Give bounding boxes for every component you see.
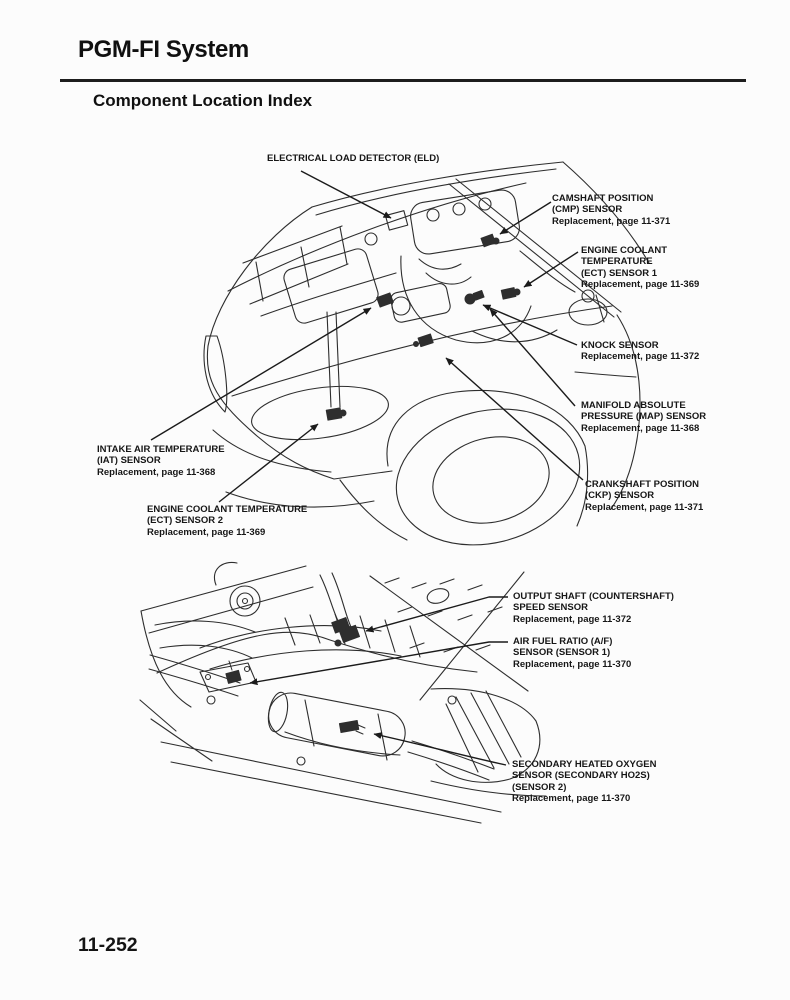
label-ref: Replacement, page 11-371	[585, 501, 704, 513]
label-line: (CMP) SENSOR	[552, 204, 623, 216]
leader-map	[489, 308, 576, 407]
ect1-sensor-glyph	[500, 287, 521, 300]
label-eld: ELECTRICAL LOAD DETECTOR (ELD)	[267, 153, 439, 164]
label-line: MANIFOLD ABSOLUTE	[581, 400, 686, 411]
label-ect-sensor-2: ENGINE COOLANT TEMPERATURE (ECT) SENSOR …	[147, 504, 307, 538]
label-ref: Replacement, page 11-369	[147, 526, 266, 538]
page-number: 11-252	[78, 934, 138, 956]
underbody-illustration	[139, 561, 547, 824]
label-line: OUTPUT SHAFT (COUNTERSHAFT)	[513, 591, 674, 602]
label-ref: Replacement, page 11-368	[581, 422, 700, 434]
label-line: CAMSHAFT POSITION	[552, 193, 654, 204]
engine-bay-illustration	[203, 161, 650, 546]
leader-ect2	[218, 423, 319, 503]
top-leader-lines	[150, 170, 584, 503]
map-sensor-glyph	[413, 333, 434, 348]
label-ref: Replacement, page 11-369	[581, 279, 700, 291]
air-fuel-ratio-sensor-glyph	[225, 660, 242, 684]
label-line: TEMPERATURE	[581, 256, 653, 268]
label-air-fuel-ratio-sensor: AIR FUEL RATIO (A/F) SENSOR (SENSOR 1) R…	[513, 636, 631, 670]
engine-parts-lines	[242, 189, 608, 408]
label-line: (ECT) SENSOR 2	[147, 515, 224, 527]
front-wheel	[395, 408, 581, 546]
leader-oss	[365, 596, 508, 633]
wheel-arch	[386, 390, 589, 527]
output-shaft-speed-sensor-glyph	[331, 617, 361, 647]
label-ckp-sensor: CRANKSHAFT POSITION (CKP) SENSOR Replace…	[585, 479, 703, 513]
leader-knock	[482, 304, 578, 346]
label-ref: Replacement, page 11-370	[512, 793, 631, 805]
label-knock-sensor: KNOCK SENSOR Replacement, page 11-372	[581, 340, 699, 363]
label-line: AIR FUEL RATIO (A/F)	[513, 636, 613, 647]
leader-ckp	[445, 357, 584, 481]
knock-sensor-glyph	[464, 289, 485, 305]
headlight-edge	[203, 335, 228, 413]
bottom-leader-lines	[249, 596, 508, 766]
label-line: (CKP) SENSOR	[585, 490, 655, 502]
catalytic-converter	[268, 692, 406, 757]
iat-sensor-glyph	[376, 292, 394, 308]
label-line: SPEED SENSOR	[513, 602, 588, 614]
underbody-structure-lines	[139, 561, 547, 824]
label-line: CRANKSHAFT POSITION	[585, 479, 699, 490]
label-ect-sensor-1: ENGINE COOLANT TEMPERATURE (ECT) SENSOR …	[581, 245, 699, 291]
label-line: ELECTRICAL LOAD DETECTOR (ELD)	[267, 153, 440, 164]
label-ref: Replacement, page 11-371	[552, 215, 671, 227]
ect2-sensor-glyph	[325, 407, 347, 421]
label-ref: Replacement, page 11-372	[581, 351, 700, 363]
label-line: ENGINE COOLANT TEMPERATURE	[147, 504, 308, 515]
label-secondary-ho2s: SECONDARY HEATED OXYGEN SENSOR (SECONDAR…	[512, 759, 656, 805]
cmp-sensor-glyph	[480, 233, 500, 248]
label-output-shaft-speed-sensor: OUTPUT SHAFT (COUNTERSHAFT) SPEED SENSOR…	[513, 591, 674, 625]
leader-cmp	[499, 201, 552, 235]
leader-iat	[150, 307, 372, 441]
eld-unit	[384, 210, 409, 231]
label-map-sensor: MANIFOLD ABSOLUTE PRESSURE (MAP) SENSOR …	[581, 400, 706, 434]
heat-shield	[430, 688, 541, 783]
label-line: SECONDARY HEATED OXYGEN	[512, 759, 657, 770]
page-title: PGM-FI System	[78, 36, 249, 63]
label-line: ENGINE COOLANT	[581, 245, 668, 256]
label-cmp-sensor: CAMSHAFT POSITION (CMP) SENSOR Replaceme…	[552, 193, 670, 227]
label-line: (IAT) SENSOR	[97, 455, 161, 467]
label-ref: Replacement, page 11-372	[513, 613, 632, 625]
section-title: Component Location Index	[93, 91, 313, 110]
fog-light-opening	[251, 385, 389, 441]
label-line: KNOCK SENSOR	[581, 340, 659, 351]
pulley	[229, 585, 261, 617]
label-line: (SENSOR 2)	[512, 781, 567, 793]
label-line: INTAKE AIR TEMPERATURE	[97, 444, 225, 455]
leader-ho2s	[373, 732, 507, 766]
label-ref: Replacement, page 11-368	[97, 466, 216, 478]
label-line: PRESSURE (MAP) SENSOR	[581, 411, 707, 423]
label-line: SENSOR (SECONDARY HO2S)	[512, 770, 650, 782]
label-iat-sensor: INTAKE AIR TEMPERATURE (IAT) SENSOR Repl…	[97, 444, 225, 478]
secondary-ho2s-glyph	[338, 719, 366, 735]
a-pillar-line	[562, 161, 650, 264]
label-line: (ECT) SENSOR 1	[581, 267, 658, 279]
section-divider	[60, 79, 746, 82]
label-line: SENSOR (SENSOR 1)	[513, 647, 611, 659]
leader-ect1	[523, 251, 579, 288]
leader-eld	[300, 170, 392, 219]
leader-afr	[249, 641, 508, 686]
label-ref: Replacement, page 11-370	[513, 658, 632, 670]
cowl-line	[448, 178, 622, 318]
